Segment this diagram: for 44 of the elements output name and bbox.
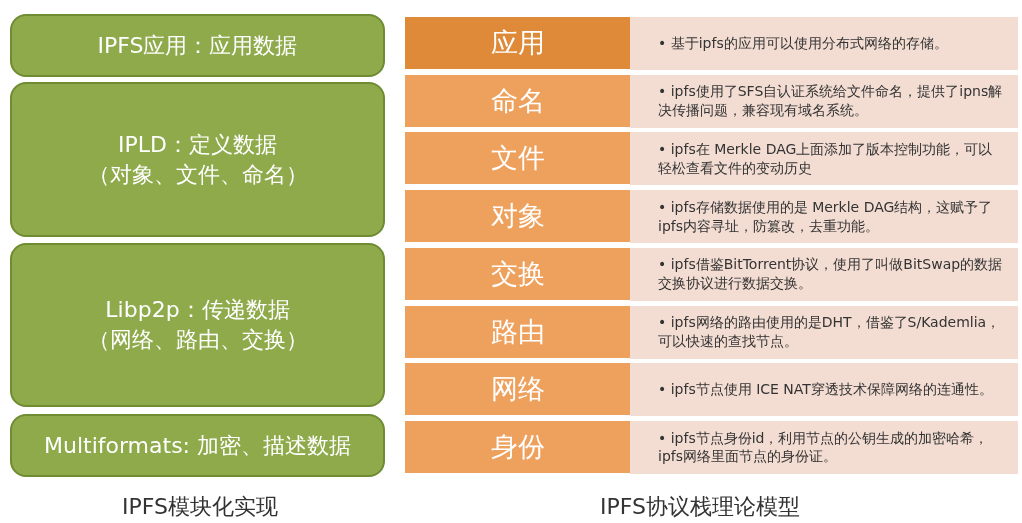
layer-name: 路由 xyxy=(490,314,545,349)
description-box xyxy=(630,17,1018,70)
module-text: IPFS应用：应用数据 xyxy=(97,31,298,60)
module-text: IPLD：定义数据 xyxy=(118,130,277,159)
bullet-text: • ipfs网络的路由使用的是DHT，借鉴了S/Kademlia，可以快速的查找节点。 xyxy=(658,313,1002,351)
bullet-text: • ipfs在 Merkle DAG上面添加了版本控制功能，可以轻松查看文件的变动历史 xyxy=(658,140,994,178)
layer-name: 交换 xyxy=(490,256,545,291)
description-box xyxy=(630,132,1018,186)
module-text: Libp2p：传递数据 xyxy=(105,296,290,325)
description-box xyxy=(630,74,1018,128)
description-box xyxy=(630,190,1018,244)
layer-box xyxy=(405,74,630,128)
layer-box xyxy=(405,420,630,474)
bullet-text: • ipfs使用了SFS自认证系统给文件命名，提供了ipns解决传播问题，兼容现有域名系统。 xyxy=(658,82,1004,121)
module-box xyxy=(10,243,385,407)
layer-name: 对象 xyxy=(490,199,545,234)
layer-name: 网络 xyxy=(490,372,545,407)
bullet-text: • ipfs存储数据使用的是 Merkle DAG结构，这赋予了ipfs内容寻址，防篡改，去重功能。 xyxy=(658,197,994,236)
bullet-text: • ipfs借鉴BitTorrent协议，使用了叫做BitSwap的数据交换协议进行数据交换。 xyxy=(658,255,1004,294)
caption: IPFS模块化实现 xyxy=(122,493,278,521)
caption: IPFS协议栈理论模型 xyxy=(600,493,800,521)
bullet-text: • ipfs节点身份id，利用节点的公钥生成的加密哈希，ipfs网络里面节点的身份证。 xyxy=(658,428,990,467)
description-box xyxy=(630,420,1018,474)
layer-name: 命名 xyxy=(490,83,545,118)
module-box xyxy=(10,414,385,477)
description-box xyxy=(630,305,1018,359)
layer-name: 应用 xyxy=(490,26,545,60)
layer-box xyxy=(405,305,630,359)
bullet-text: • ipfs节点使用 ICE NAT穿透技术保障网络的连通性。 xyxy=(658,380,993,400)
layer-box xyxy=(405,363,630,417)
layer-box xyxy=(405,247,630,301)
layer-box xyxy=(405,190,630,244)
description-box xyxy=(630,247,1018,301)
module-box xyxy=(10,14,385,77)
layer-name: 身份 xyxy=(490,429,545,464)
layer-name: 文件 xyxy=(490,141,545,176)
module-box xyxy=(10,82,385,237)
module-text: Multiformats: 加密、描述数据 xyxy=(43,431,351,460)
layer-box xyxy=(405,17,630,70)
description-box xyxy=(630,363,1018,417)
layer-box xyxy=(405,132,630,186)
module-text: （网络、路由、交换） xyxy=(87,326,308,354)
bullet-text: • 基于ipfs的应用可以使用分布式网络的存储。 xyxy=(658,34,948,53)
module-text: （对象、文件、命名） xyxy=(87,160,308,189)
